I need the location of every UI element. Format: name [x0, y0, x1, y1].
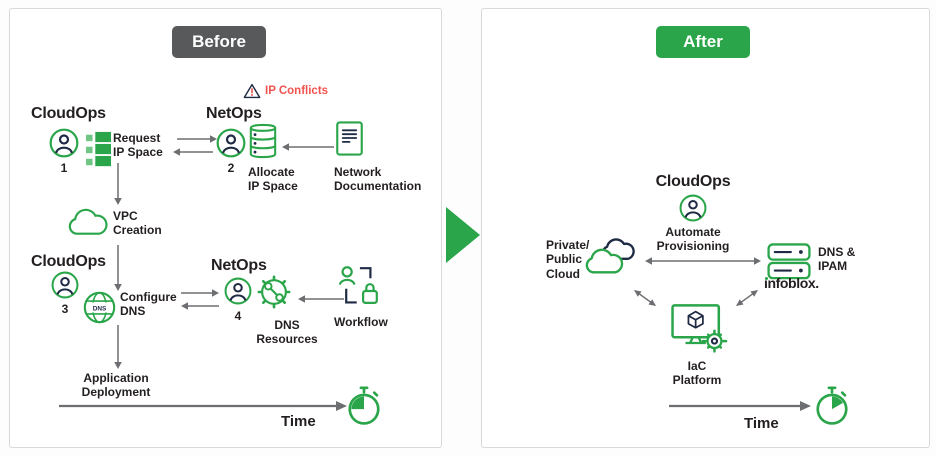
- app-deploy-label: Application Deployment: [81, 371, 151, 400]
- dns-ipam-label: DNS & IPAM: [818, 245, 856, 274]
- warning-icon: [243, 83, 261, 99]
- ip-conflicts-label: IP Conflicts: [265, 85, 329, 97]
- network-doc-label: Network Documentation: [334, 165, 422, 194]
- configure-dns-label: Configure DNS: [120, 290, 177, 319]
- private-public-cloud-label: Private/ Public Cloud: [546, 238, 590, 281]
- netops2-title: NetOps: [211, 257, 267, 274]
- svg-text:DNS: DNS: [93, 305, 107, 312]
- vpc-creation-label: VPC Creation: [113, 209, 162, 238]
- arrow-request-right: [177, 135, 217, 143]
- arrow-workflow-to-gear: [298, 295, 344, 303]
- time-axis-arrow: [59, 401, 347, 411]
- stopwatch-icon-after: [816, 386, 848, 425]
- cloudops1-title: CloudOps: [31, 105, 106, 122]
- database-icon: [249, 123, 277, 159]
- cloudops2-title: CloudOps: [31, 253, 106, 270]
- before-panel: Before IP Conflicts CloudOps 1 Request I…: [9, 8, 442, 448]
- document-icon: [336, 121, 363, 156]
- allocate-ip-label: Allocate IP Space: [248, 165, 298, 194]
- arrow-iac-ipam: [736, 290, 758, 306]
- server-stack-icon: [767, 243, 811, 280]
- person-icon-2: [216, 128, 246, 158]
- arrow-request-return: [173, 148, 213, 156]
- after-panel: After CloudOps Automate Provisioning Pri…: [481, 8, 930, 448]
- workflow-icon: [338, 266, 378, 304]
- after-badge: After: [656, 26, 750, 58]
- before-after-arrow: [446, 207, 480, 263]
- person-icon-4: [224, 277, 252, 305]
- dns-globe-icon: DNS: [83, 291, 116, 324]
- time-label-after: Time: [744, 415, 779, 432]
- arrow-cloud-ipam: [645, 257, 761, 265]
- arrow-down-3: [114, 325, 122, 369]
- arrow-down-1: [114, 163, 122, 205]
- workflow-label: Workflow: [334, 315, 388, 329]
- person-icon-after: [679, 194, 707, 222]
- arrow-cloud-iac: [634, 290, 656, 306]
- person-icon-1: [49, 128, 79, 158]
- hybrid-cloud-icon: [585, 238, 635, 274]
- dns-resources-label: DNS Resources: [256, 318, 318, 347]
- after-cloudops-title: CloudOps: [655, 173, 731, 190]
- step3-number: 3: [61, 302, 69, 316]
- request-ip-label: Request IP Space: [113, 131, 163, 160]
- arrow-doc-to-db: [282, 143, 334, 151]
- iac-platform-icon: [671, 304, 728, 353]
- gear-wrench-icon: [257, 275, 291, 309]
- netops1-title: NetOps: [206, 105, 262, 122]
- time-label: Time: [281, 413, 316, 430]
- arrow-configure-right: [181, 289, 219, 297]
- step4-number: 4: [234, 309, 242, 323]
- arrow-down-2: [114, 245, 122, 291]
- time-axis-arrow-after: [669, 401, 811, 411]
- person-icon-3: [51, 271, 79, 299]
- infoblox-green-dot: [765, 276, 769, 280]
- infoblox-logo-text: infoblox.: [764, 275, 819, 291]
- automate-provisioning-label: Automate Provisioning: [656, 225, 730, 254]
- vpc-cloud-icon: [68, 208, 108, 235]
- stopwatch-icon: [348, 386, 380, 425]
- before-badge: Before: [172, 26, 266, 58]
- network-switch-icon: [86, 131, 112, 167]
- step1-number: 1: [60, 161, 68, 175]
- arrow-configure-return: [181, 302, 219, 310]
- step2-number: 2: [227, 161, 235, 175]
- iac-platform-label: IaC Platform: [672, 359, 722, 388]
- infoblox-logo: infoblox.: [764, 275, 819, 291]
